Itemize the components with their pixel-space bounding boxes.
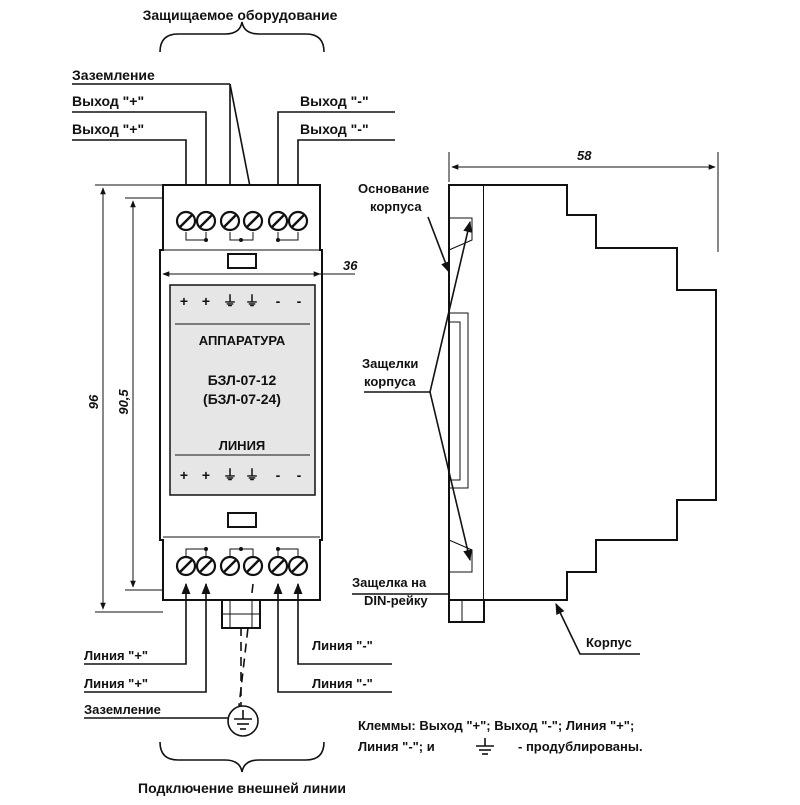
label-line-minus-1: Линия "-" (312, 638, 373, 653)
screw-terminal-icon (242, 555, 264, 577)
screw-terminal-icon (175, 555, 197, 577)
mark-plus: + (202, 293, 210, 309)
screw-terminal-icon (267, 555, 289, 577)
mark-plus: + (180, 293, 188, 309)
screw-terminal-icon (242, 210, 264, 232)
label-base-1: Основание (358, 181, 429, 196)
leader-latch-bottom (429, 391, 473, 562)
label-base-2: корпуса (370, 199, 422, 214)
leader-base (427, 216, 450, 274)
screw-terminal-icon (219, 210, 241, 232)
top-terminal-block (175, 210, 309, 232)
dim-36: 36 (343, 258, 358, 273)
front-label-panel (169, 284, 316, 496)
panel-top-marks: + + ⏚ ⏚ - - (180, 293, 302, 309)
screw-terminal-icon (287, 210, 309, 232)
mark-plus: + (180, 467, 188, 483)
mark-ground: ⏚ (245, 467, 259, 483)
note-line-2b: - продублированы. (518, 739, 643, 754)
label-output-plus-2: Выход "+" (72, 121, 144, 137)
label-din-1: Защелка на (352, 575, 427, 590)
label-line-plus-2: Линия "+" (84, 676, 148, 691)
side-view (448, 152, 719, 623)
dim-96: 96 (86, 394, 101, 409)
ground-inline-icon (476, 738, 494, 755)
screw-terminal-icon (175, 210, 197, 232)
top-brace (159, 21, 325, 53)
dim-90-5: 90,5 (116, 389, 131, 415)
label-latches-2: корпуса (364, 374, 416, 389)
bottom-slot (227, 512, 257, 528)
ground-clamp (221, 599, 261, 629)
label-housing: Корпус (586, 635, 632, 650)
top-title: Защищаемое оборудование (143, 7, 338, 23)
mark-ground: ⏚ (245, 293, 259, 309)
mark-plus: + (202, 467, 210, 483)
note-line-1: Клеммы: Выход "+"; Выход "-"; Линия "+"; (358, 718, 634, 733)
label-ground-top: Заземление (72, 67, 155, 83)
leader-din (352, 593, 450, 606)
mark-minus: - (276, 467, 281, 483)
bottom-leader-lines (84, 582, 392, 719)
top-leader-lines (72, 83, 395, 204)
mark-minus: - (297, 467, 302, 483)
section-equipment: АППАРАТУРА (199, 333, 286, 348)
mark-minus: - (297, 293, 302, 309)
ground-symbol-icon (227, 705, 259, 737)
dimension-height-total (95, 184, 163, 613)
label-output-minus-1: Выход "-" (300, 93, 369, 109)
label-line-plus-1: Линия "+" (84, 648, 148, 663)
mark-minus: - (276, 293, 281, 309)
bottom-title: Подключение внешней линии (138, 780, 346, 796)
screw-terminal-icon (267, 210, 289, 232)
bottom-brace (159, 741, 325, 773)
screw-terminal-icon (195, 210, 217, 232)
bottom-terminal-block (175, 555, 309, 577)
label-output-minus-2: Выход "-" (300, 121, 369, 137)
label-din-2: DIN-рейку (364, 593, 428, 608)
bottom-jumpers (185, 547, 299, 557)
mark-ground: ⏚ (223, 293, 237, 309)
top-jumpers (185, 232, 299, 242)
screw-terminal-icon (219, 555, 241, 577)
mark-ground: ⏚ (223, 467, 237, 483)
top-slot (227, 253, 257, 269)
label-output-plus-1: Выход "+" (72, 93, 144, 109)
dim-58: 58 (577, 148, 592, 163)
screw-terminal-icon (287, 555, 309, 577)
label-line-minus-2: Линия "-" (312, 676, 373, 691)
front-view (159, 184, 323, 601)
label-latches-1: Защелки (362, 356, 418, 371)
model-name: БЗЛ-07-12 (208, 372, 277, 388)
label-ground-bottom: Заземление (84, 702, 161, 717)
model-name-alt: (БЗЛ-07-24) (203, 391, 281, 407)
leader-housing (555, 602, 640, 655)
dimension-height-inner (125, 197, 163, 591)
note-line-2a: Линия "-"; и (358, 739, 435, 754)
screw-terminal-icon (195, 555, 217, 577)
panel-bottom-marks: + + ⏚ ⏚ - - (180, 467, 302, 483)
section-line: ЛИНИЯ (219, 438, 266, 453)
